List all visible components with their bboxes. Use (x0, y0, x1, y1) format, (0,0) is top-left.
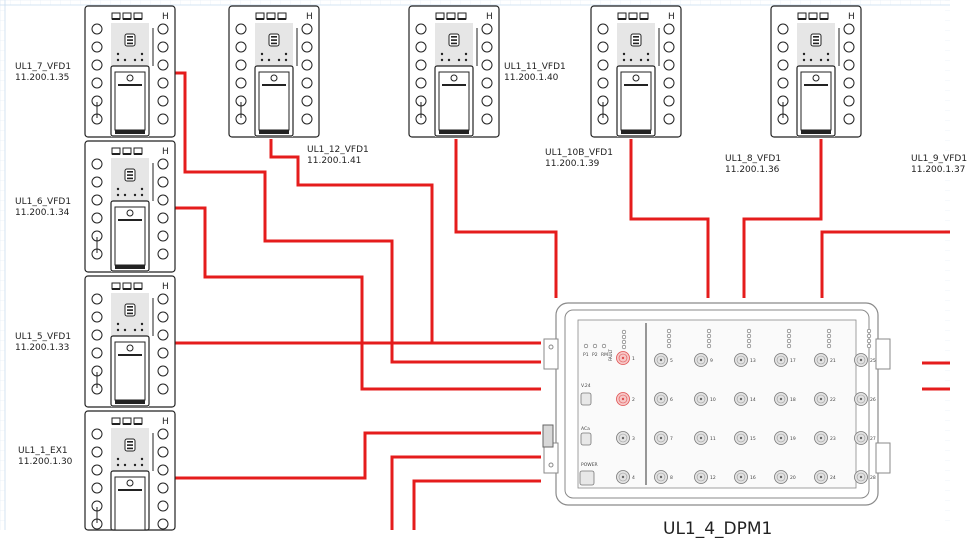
device-label-ul1-5: UL1_5_VFD1 11.200.1.33 (15, 332, 71, 354)
switch-port-number: 7 (670, 436, 673, 442)
device-ip: 11.200.1.34 (15, 208, 70, 218)
svg-text:H: H (162, 417, 169, 427)
vfd-block-ul1-10b: H (590, 5, 682, 138)
device-label-ul1-7: UL1_7_VFD1 11.200.1.35 (15, 62, 71, 84)
device-ip: 11.200.1.39 (545, 159, 600, 169)
vfd-block-ul1-7: H (84, 5, 176, 138)
switch-port-number: 22 (830, 397, 836, 403)
switch-led-label: RM (601, 352, 608, 358)
device-label-ul1-9: UL1_9_VFD1 11.200.1.37 (911, 154, 967, 176)
switch-port-number: 17 (790, 358, 796, 364)
switch-title: UL1_4_DPM1 (663, 519, 773, 539)
vfd-block-ul1-5: H (84, 275, 176, 408)
cable-7 (742, 139, 823, 298)
vfd-block-ul1-11: H (408, 5, 500, 138)
device-name: UL1_6_VFD1 (15, 197, 72, 207)
device-name: UL1_10B_VFD1 (545, 148, 613, 158)
device-name: UL1_12_VFD1 (307, 145, 369, 155)
vfd-block-ul1-6: H (84, 140, 176, 273)
switch-port-label: V.24 (581, 383, 591, 389)
vfd-devices: H H H H H H H H (84, 5, 862, 531)
device-ip: 11.200.1.41 (307, 156, 362, 166)
device-ip: 11.200.1.40 (504, 73, 559, 83)
cable-8 (820, 230, 950, 298)
device-name: UL1_5_VFD1 (15, 332, 72, 342)
network-cables (175, 71, 950, 530)
switch-port-number: 25 (870, 358, 876, 364)
device-ip: 11.200.1.37 (911, 165, 966, 175)
cable-1 (175, 206, 541, 391)
svg-text:H: H (848, 12, 855, 22)
device-ip: 11.200.1.30 (18, 457, 73, 467)
svg-text:H: H (162, 12, 169, 22)
cable-10 (412, 479, 541, 530)
device-label-ul1-11: UL1_11_VFD1 11.200.1.40 (504, 62, 566, 84)
device-label-ul1-10b: UL1_10B_VFD1 11.200.1.39 (545, 148, 613, 170)
switch-port-number: 6 (670, 397, 673, 403)
cable-9 (390, 455, 541, 530)
switch-port-number: 8 (670, 475, 673, 481)
switch-port-number: 28 (870, 475, 876, 481)
switch-port-number: 5 (670, 358, 673, 364)
device-label-ul1-6: UL1_6_VFD1 11.200.1.34 (15, 197, 71, 219)
switch-port-number: 23 (830, 436, 836, 442)
switch-port-number: 15 (750, 436, 756, 442)
svg-text:H: H (162, 147, 169, 157)
switch-port-number: 2 (632, 397, 635, 403)
svg-text:H: H (486, 12, 493, 22)
switch-port-label: ACa (581, 426, 590, 432)
switch-port-number: 4 (632, 475, 635, 481)
switch-port-number: 13 (750, 358, 756, 364)
switch-port-number: 20 (790, 475, 796, 481)
switch-port-label: POWER (581, 462, 598, 468)
switch-led-label: P1 (583, 352, 589, 358)
device-name: UL1_1_EX1 (18, 446, 68, 456)
switch-port-number: 19 (790, 436, 796, 442)
switch-port-number: 21 (830, 358, 836, 364)
switch-port-number: 9 (710, 358, 713, 364)
switch-port-number: 27 (870, 436, 876, 442)
switch-port-number: 24 (830, 475, 836, 481)
svg-text:H: H (668, 12, 675, 22)
device-name: UL1_7_VFD1 (15, 62, 72, 72)
svg-text:H: H (162, 282, 169, 292)
device-ip: 11.200.1.35 (15, 73, 70, 83)
device-name: UL1_11_VFD1 (504, 62, 566, 72)
vfd-block-ul1-12: H (228, 5, 320, 138)
switch-port-number: 1 (632, 356, 635, 362)
switch-port-number: 11 (710, 436, 716, 442)
switch-port-number: 16 (750, 475, 756, 481)
device-ip: 11.200.1.33 (15, 343, 70, 353)
vfd-block-ul1-1: H (84, 410, 176, 531)
device-label-ul1-12: UL1_12_VFD1 11.200.1.41 (307, 145, 369, 167)
cable-4 (269, 139, 541, 345)
cable-5 (454, 139, 558, 298)
switch-led-label: P2 (592, 352, 598, 358)
device-name: UL1_9_VFD1 (911, 154, 967, 164)
device-name: UL1_8_VFD1 (725, 154, 782, 164)
cable-6 (629, 139, 710, 298)
device-ip: 11.200.1.36 (725, 165, 780, 175)
switch-port-number: 18 (790, 397, 796, 403)
switch-led-label: FAULT (608, 349, 613, 361)
svg-text:H: H (306, 12, 313, 22)
switch-port-number: 26 (870, 397, 876, 403)
device-label-ul1-8: UL1_8_VFD1 11.200.1.36 (725, 154, 781, 176)
switch-port-number: 3 (632, 436, 635, 442)
device-label-ul1-1: UL1_1_EX1 11.200.1.30 (18, 446, 72, 468)
switch-port-number: 14 (750, 397, 756, 403)
vfd-block-ul1-8: H (770, 5, 862, 138)
switch-port-number: 10 (710, 397, 716, 403)
cable-3 (175, 431, 541, 480)
switch-port-number: 12 (710, 475, 716, 481)
